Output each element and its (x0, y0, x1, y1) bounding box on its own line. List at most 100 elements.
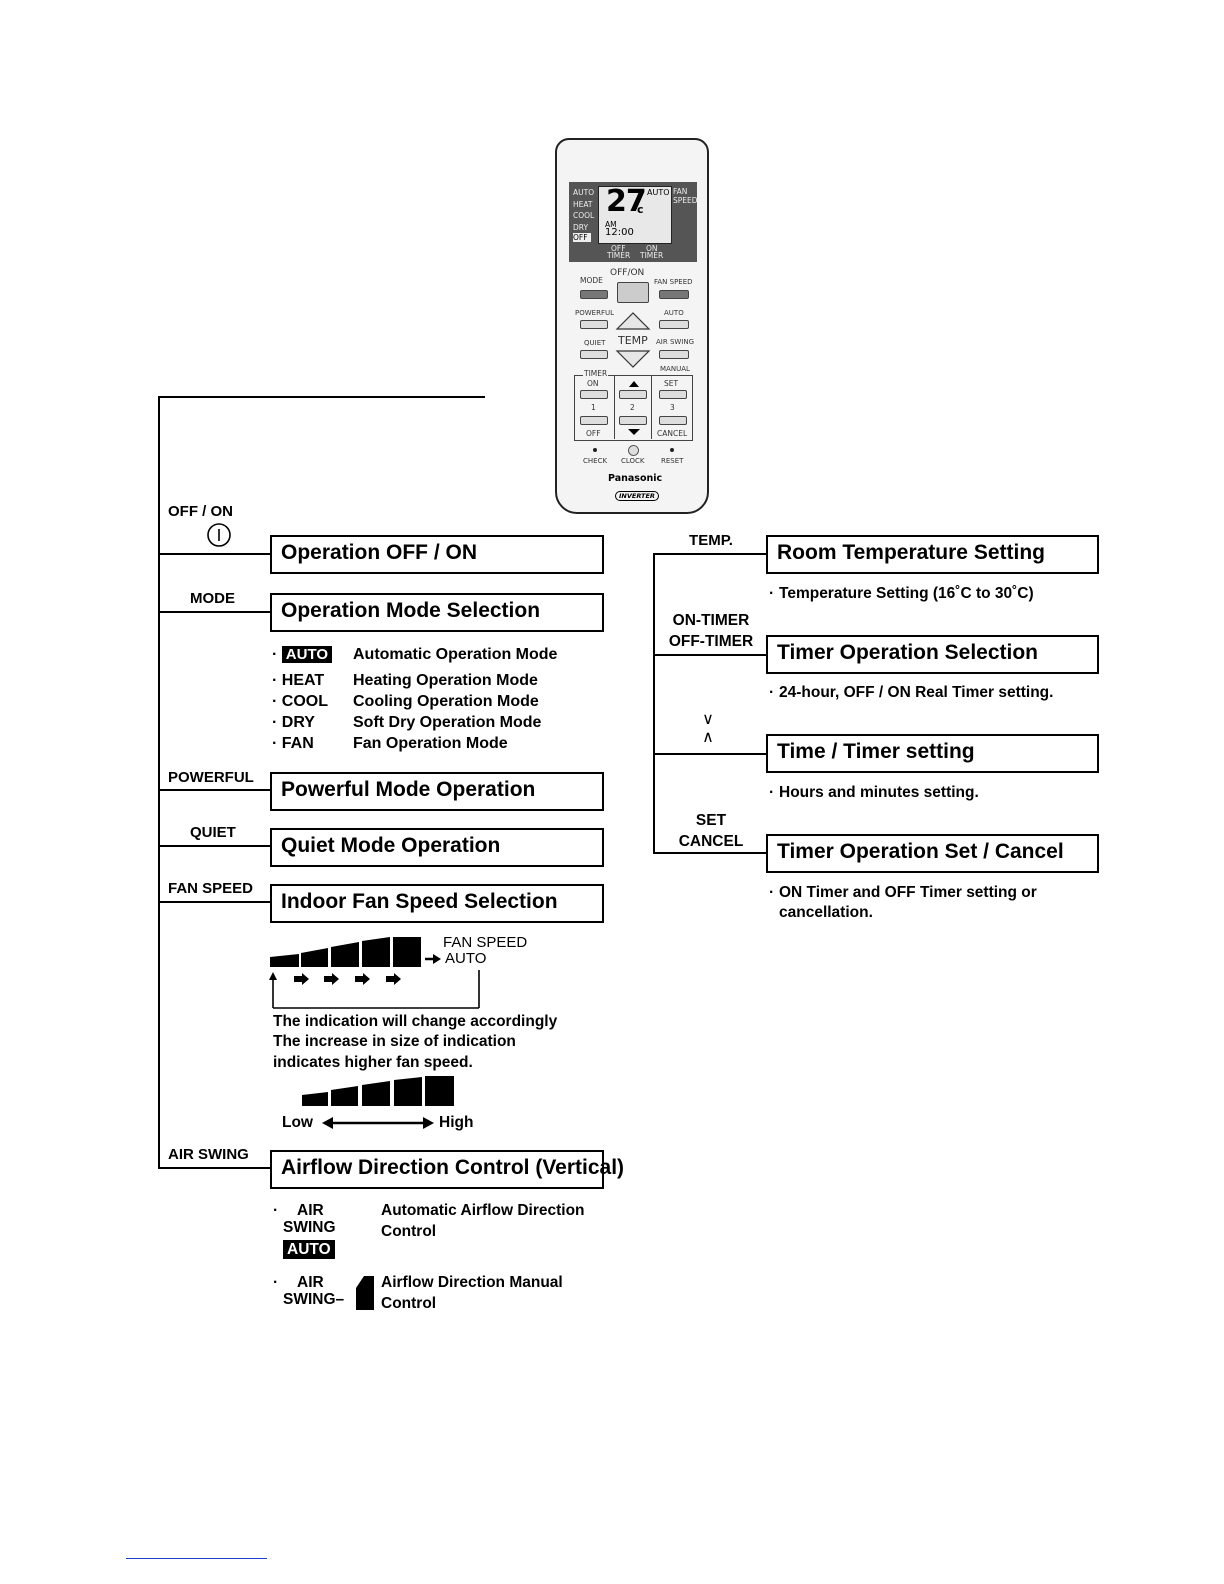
set-note-line2: cancellation. (779, 904, 873, 921)
temp-note: Temperature Setting (16˚C to 30˚C) (779, 585, 1034, 602)
remote-cancel-label: CANCEL (657, 429, 688, 438)
time-box: Time / Timer setting (766, 734, 1099, 773)
fanspeed-connector (158, 901, 271, 903)
mode-cool-desc: Cooling Operation Mode (353, 693, 539, 710)
lcd-am: AM (605, 220, 617, 229)
mode-auto-desc: Automatic Operation Mode (353, 646, 558, 663)
remote-check-button[interactable] (593, 448, 597, 452)
temp-note-bullet: · (769, 585, 775, 602)
powerful-box: Powerful Mode Operation (270, 772, 604, 811)
remote-up-button[interactable] (619, 390, 647, 399)
fan-speed-scale-icon (302, 1076, 454, 1106)
airswing-manual-code-line1: AIR (297, 1274, 324, 1291)
footnote-rule (126, 1558, 267, 1559)
lcd-mode-dry: DRY (573, 222, 589, 232)
airswing-manual-desc-line1: Airflow Direction Manual (381, 1274, 563, 1291)
fanspeed-note-line3: indicates higher fan speed. (273, 1054, 473, 1071)
lcd-on-label: ON (646, 244, 658, 253)
remote-num-2: 2 (630, 403, 635, 412)
set-box: Timer Operation Set / Cancel (766, 834, 1099, 873)
vane-position-icon (356, 1276, 374, 1310)
remote-down-button[interactable] (619, 416, 647, 425)
remote-brand-logo: Panasonic (608, 473, 663, 484)
remote-fanspeed-label: FAN SPEED (654, 278, 693, 286)
mode-dry-desc: Soft Dry Operation Mode (353, 714, 542, 731)
time-down-symbol: ∨ (702, 711, 714, 728)
remote-on-label: ON (587, 379, 599, 388)
lcd-auto: AUTO (647, 188, 670, 197)
airswing-manual-bullet: · (273, 1274, 279, 1291)
quiet-connector (158, 845, 271, 847)
down-arrow-icon (628, 429, 640, 435)
remote-powerful-button[interactable] (580, 320, 608, 329)
airswing-manual-code-line2: SWING– (283, 1291, 345, 1308)
lcd-mode-heat: HEAT (573, 199, 593, 209)
airswing-auto-code-line2: SWING (283, 1219, 336, 1236)
time-note-bullet: · (769, 784, 775, 801)
lcd-off-timer-label: TIMER (607, 251, 631, 260)
lcd-temp: 27 (606, 184, 647, 219)
remote-cancel-button[interactable] (659, 416, 687, 425)
time-up-symbol: ∧ (702, 729, 714, 746)
lcd-unit: c (637, 203, 644, 216)
airswing-auto-desc-line1: Automatic Airflow Direction (381, 1202, 585, 1219)
fanspeed-low-label: Low (282, 1114, 313, 1131)
remote-temp-label: TEMP (618, 334, 648, 347)
mode-box: Operation Mode Selection (270, 593, 604, 632)
fan-speed-cycle-icon (269, 937, 480, 1009)
airswing-auto-code-line1: AIR (297, 1202, 324, 1219)
right-tree-trunk (653, 553, 655, 854)
remote-set-label: SET (664, 379, 679, 388)
fanspeed-label: FAN SPEED (168, 880, 254, 897)
quiet-box: Quiet Mode Operation (270, 828, 604, 867)
timer-note: 24-hour, OFF / ON Real Timer setting. (779, 684, 1054, 701)
remote-reset-label: RESET (661, 457, 684, 465)
temp-arrows-icon (615, 312, 651, 368)
temp-label: TEMP. (689, 532, 733, 549)
lcd-mode-off: OFF (573, 233, 591, 242)
offtimer-label: OFF-TIMER (668, 633, 754, 650)
remote-airswing-button[interactable] (659, 350, 689, 359)
airswing-auto-bullet: · (273, 1202, 279, 1219)
mode-cool-code: COOL (281, 693, 328, 710)
lcd-off-label: OFF (611, 244, 626, 253)
remote-reset-button[interactable] (670, 448, 674, 452)
remote-timer-label: TIMER (583, 369, 609, 378)
remote-fanspeed-button[interactable] (659, 290, 689, 299)
tree-top-connector (158, 396, 485, 398)
mode-heat-desc: Heating Operation Mode (353, 672, 538, 689)
remote-timer-on-button[interactable] (580, 390, 608, 399)
remote-check-label: CHECK (583, 457, 608, 465)
remote-set-button[interactable] (659, 390, 687, 399)
airswing-label: AIR SWING (168, 1146, 249, 1163)
left-tree-trunk (158, 396, 160, 1168)
remote-auto-button[interactable] (659, 320, 689, 329)
remote-timer-divider-2 (651, 375, 652, 439)
lcd-speed-label: SPEED (673, 196, 698, 205)
mode-auto-tag: AUTO (281, 646, 333, 663)
remote-offon-button[interactable] (617, 282, 649, 303)
remote-clock-label: CLOCK (621, 457, 645, 465)
timer-note-bullet: · (769, 684, 775, 701)
lcd-on-timer-label: TIMER (640, 251, 664, 260)
remote-clock-button[interactable] (628, 445, 639, 456)
set-connector (653, 852, 767, 854)
time-connector (653, 753, 767, 755)
powerful-label: POWERFUL (168, 769, 254, 786)
remote-mode-button[interactable] (580, 290, 608, 299)
lcd-fan-label: FAN (673, 187, 688, 196)
lcd-mode-cool: COOL (573, 211, 595, 220)
mode-dry-code: DRY (281, 714, 315, 731)
remote-lcd (598, 186, 672, 244)
quiet-label: QUIET (190, 824, 236, 841)
offon-box: Operation OFF / ON (270, 535, 604, 574)
remote-num-3: 3 (670, 403, 675, 412)
fanspeed-note-line1: The indication will change accordingly (273, 1013, 558, 1030)
remote-mode-label: MODE (580, 276, 603, 285)
remote-timer-panel (574, 375, 693, 441)
remote-timer-off-button[interactable] (580, 416, 608, 425)
remote-quiet-button[interactable] (580, 350, 608, 359)
remote-inverter-logo: INVERTER (615, 491, 659, 501)
offon-connector (158, 553, 271, 555)
up-arrow-icon (629, 381, 639, 387)
